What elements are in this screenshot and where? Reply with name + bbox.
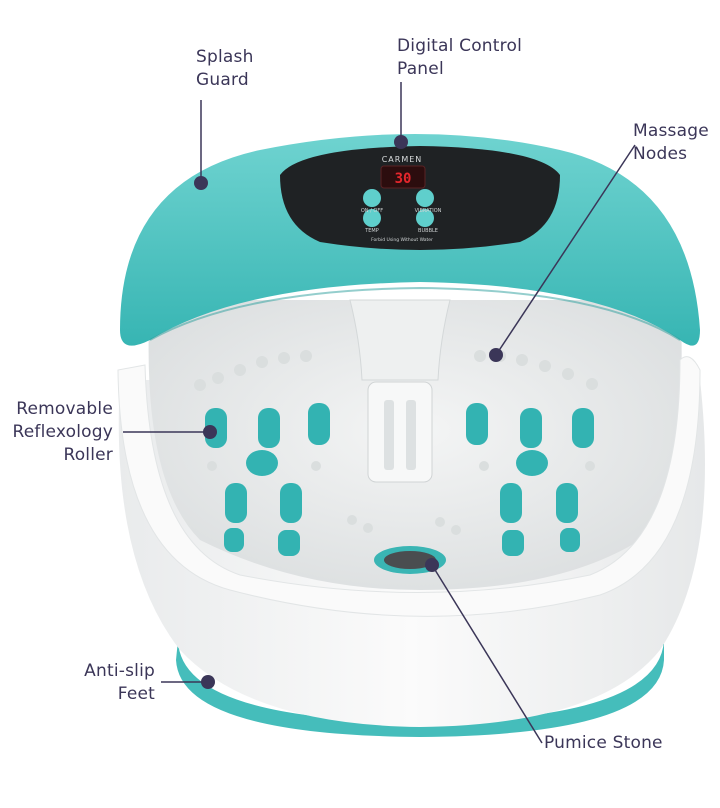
panel-warning: Forbid Using Without Water — [371, 237, 433, 243]
dot-splash-guard — [194, 176, 208, 190]
rim-lip — [117, 356, 701, 617]
label-vibration: VIBRATION — [415, 208, 442, 214]
button-temp — [363, 209, 381, 227]
label-removable-roller-line1: Removable — [16, 399, 113, 419]
label-pumice-stone-text: Pumice Stone — [544, 733, 663, 753]
label-bubble: BUBBLE — [418, 228, 438, 234]
dot-pumice-stone — [425, 558, 439, 572]
label-removable-roller-line3: Roller — [63, 445, 113, 465]
label-pumice-stone: Pumice Stone — [544, 732, 663, 755]
label-anti-slip-feet: Anti-slip Feet — [40, 660, 155, 706]
label-massage-nodes-line2: Nodes — [633, 144, 688, 164]
label-on-off: ON / OFF — [361, 208, 383, 214]
label-anti-slip-feet-line1: Anti-slip — [84, 661, 155, 681]
callout-dots — [194, 135, 503, 689]
label-splash-guard: Splash Guard — [196, 46, 254, 92]
label-massage-nodes: Massage Nodes — [633, 120, 709, 166]
leader-lines — [123, 82, 636, 744]
button-vibration — [416, 189, 434, 207]
button-on-off — [363, 189, 381, 207]
center-column — [349, 299, 451, 381]
label-digital-control-panel-line1: Digital Control — [397, 36, 522, 56]
leader-pumice-stone — [431, 564, 543, 744]
label-anti-slip-feet-line2: Feet — [117, 684, 155, 704]
display-reading: 30 — [395, 171, 412, 187]
dot-anti-slip-feet — [201, 675, 215, 689]
dot-digital-control-panel — [394, 135, 408, 149]
label-removable-roller-line2: Reflexology — [12, 422, 113, 442]
panel-brand: CARMEN — [382, 155, 423, 164]
rollers-left — [205, 403, 330, 556]
label-splash-guard-line2: Guard — [196, 70, 249, 90]
rollers-right — [466, 403, 594, 556]
dot-massage-nodes — [489, 348, 503, 362]
label-removable-roller: Removable Reflexology Roller — [0, 398, 113, 467]
label-splash-guard-line1: Splash — [196, 47, 254, 67]
label-digital-control-panel: Digital Control Panel — [397, 35, 522, 81]
label-temp: TEMP — [364, 228, 379, 234]
leader-massage-nodes — [495, 144, 636, 356]
label-massage-nodes-line1: Massage — [633, 121, 709, 141]
button-bubble — [416, 209, 434, 227]
label-digital-control-panel-line2: Panel — [397, 59, 444, 79]
dot-removable-roller — [203, 425, 217, 439]
display — [380, 165, 426, 189]
massage-node-bumps — [194, 350, 598, 535]
